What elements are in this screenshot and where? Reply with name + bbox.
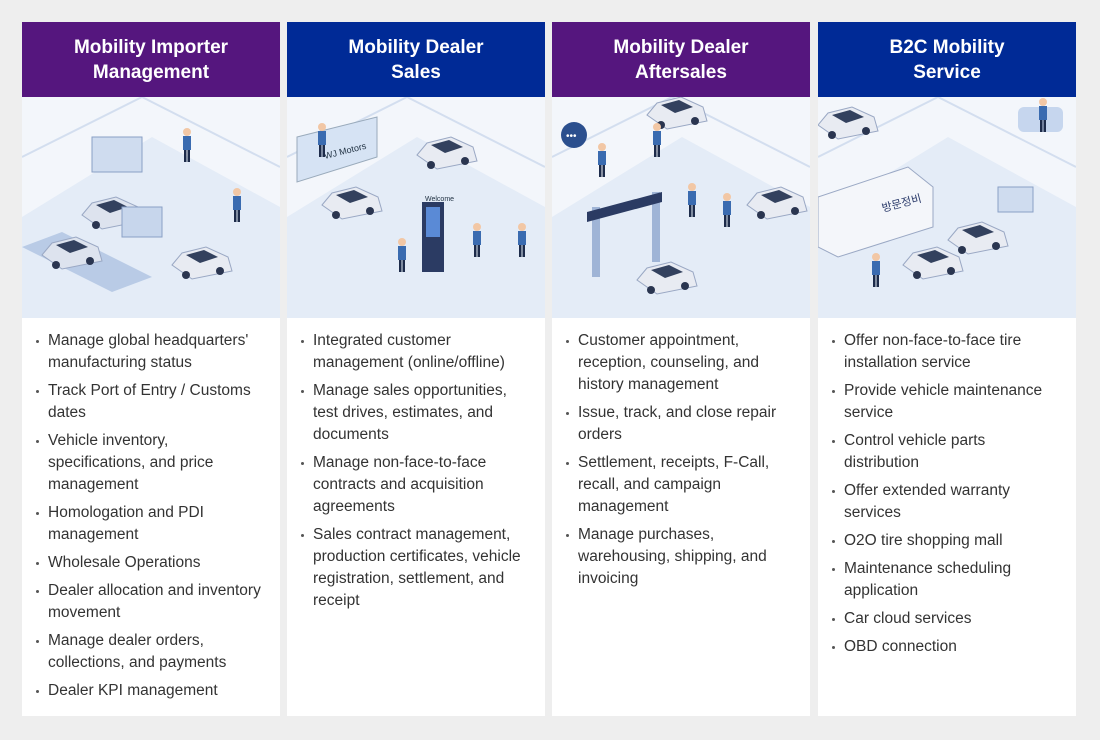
list-item: O2O tire shopping mall [832,530,1062,552]
importer-logistics-illustration [22,97,280,318]
list-item: OBD connection [832,636,1062,658]
column-title-line: Sales [391,61,441,83]
column-title-line: B2C Mobility [889,36,1005,58]
list-item: Manage non-face-to-face contracts and ac… [301,452,531,518]
list-item: Homologation and PDI management [36,502,266,546]
list-item: Manage dealer orders, collections, and p… [36,630,266,674]
list-item: Car cloud services [832,608,1062,630]
column-title-line: Mobility Dealer [613,36,749,58]
list-item: Manage sales opportunities, test drives,… [301,380,531,446]
list-item: Offer non-face-to-face tire installation… [832,330,1062,374]
column-title-line: Mobility Importer [73,36,229,58]
list-item: Manage purchases, warehousing, shipping,… [566,524,796,590]
mobile-service-illustration: 방문정비 [818,97,1076,318]
list-item: Sales contract management, production ce… [301,524,531,612]
list-item: Provide vehicle maintenance service [832,380,1062,424]
list-item: Integrated customer management (online/o… [301,330,531,374]
feature-list: Manage global headquarters' manufacturin… [22,318,280,702]
list-item: Dealer allocation and inventory movement [36,580,266,624]
feature-list: Customer appointment, reception, counsel… [552,318,810,590]
list-item: Wholesale Operations [36,552,266,574]
list-item: Track Port of Entry / Customs dates [36,380,266,424]
feature-list: Offer non-face-to-face tire installation… [818,318,1076,658]
column-title-line: Service [913,61,981,83]
list-item: Dealer KPI management [36,680,266,702]
list-item: Manage global headquarters' manufacturin… [36,330,266,374]
column-title-line: Aftersales [635,61,727,83]
list-item: Offer extended warranty services [832,480,1062,524]
service-center-illustration: ••• [552,97,810,318]
column-title-line: Mobility Dealer [348,36,484,58]
column-title-line: Management [92,61,210,83]
list-item: Customer appointment, reception, counsel… [566,330,796,396]
svg-text:•••: ••• [566,131,577,142]
list-item: Settlement, receipts, F-Call, recall, an… [566,452,796,518]
list-item: Control vehicle parts distribution [832,430,1062,474]
list-item: Maintenance scheduling application [832,558,1062,602]
feature-list: Integrated customer management (online/o… [287,318,545,612]
svg-text:Welcome: Welcome [425,196,454,203]
list-item: Vehicle inventory, specifications, and p… [36,430,266,496]
list-item: Issue, track, and close repair orders [566,402,796,446]
